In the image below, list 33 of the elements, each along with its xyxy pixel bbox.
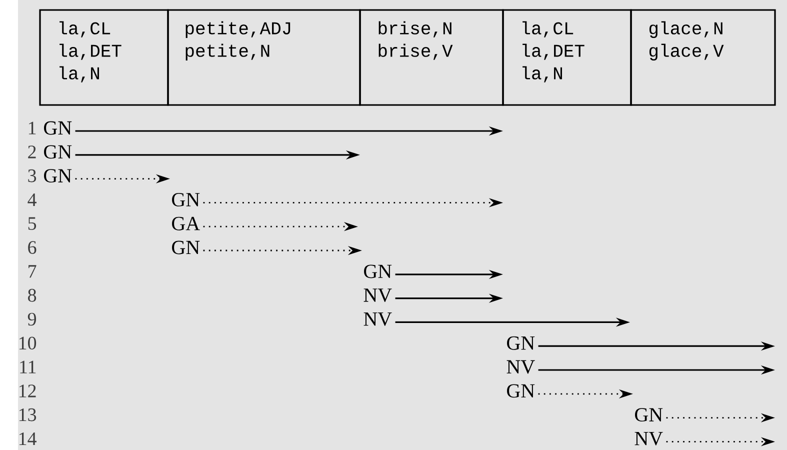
- table-cell: la,CL la,DET la,N: [39, 9, 169, 106]
- row-number: 10: [19, 336, 36, 350]
- row-number: 2: [28, 146, 36, 158]
- category-label: NV: [634, 432, 663, 446]
- row-number: 6: [28, 241, 36, 254]
- table-cell: glace,N glace,V: [630, 9, 776, 106]
- row-number: 8: [28, 288, 36, 302]
- category-label: GN: [635, 408, 663, 422]
- category-label: GN: [172, 193, 200, 206]
- row-number: 7: [28, 265, 36, 278]
- category-label: GN: [507, 384, 535, 398]
- category-label: NV: [506, 360, 535, 374]
- category-label: GN: [44, 169, 72, 183]
- row-number: 9: [28, 312, 36, 326]
- row-number: 4: [28, 193, 36, 206]
- row-number: 5: [28, 217, 36, 230]
- row-number: 12: [19, 384, 36, 398]
- row-number: 11: [20, 360, 36, 374]
- category-label: GN: [364, 264, 392, 278]
- category-label: GN: [44, 121, 72, 135]
- table-cell: brise,N brise,V: [359, 9, 504, 106]
- category-label: NV: [364, 312, 392, 326]
- table-cell: petite,ADJ petite,N: [167, 9, 361, 106]
- row-number: 1: [28, 122, 36, 134]
- row-number: 3: [28, 169, 36, 182]
- category-label: NV: [364, 288, 392, 302]
- category-label: GN: [44, 145, 72, 159]
- category-label: GN: [172, 240, 200, 254]
- row-number: 14: [19, 432, 36, 445]
- row-number: 13: [19, 408, 36, 422]
- table-cell: la,CL la,DET la,N: [502, 9, 632, 106]
- category-label: GN: [507, 336, 535, 350]
- category-label: GA: [172, 216, 200, 230]
